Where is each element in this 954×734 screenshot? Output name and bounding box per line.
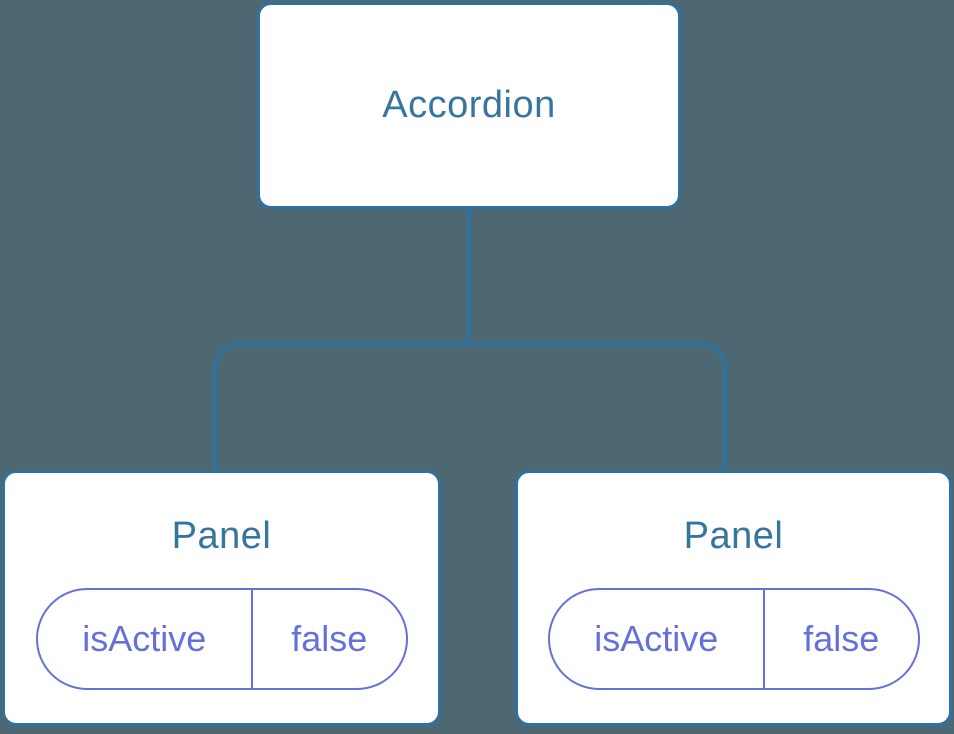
state-name: isActive xyxy=(82,618,207,659)
state-pill: isActive false xyxy=(547,588,920,690)
panel-node-label: Panel xyxy=(171,515,272,557)
panel-node-label: Panel xyxy=(683,515,784,557)
state-pill: isActive false xyxy=(35,588,408,690)
accordion-node-label: Accordion xyxy=(382,84,556,126)
tree-node-panel-1: Panel isActive false xyxy=(2,470,441,726)
state-name: isActive xyxy=(594,618,719,659)
state-value: false xyxy=(250,590,406,688)
tree-node-accordion: Accordion xyxy=(257,2,681,209)
tree-node-panel-2: Panel isActive false xyxy=(515,470,952,726)
state-value: false xyxy=(762,590,918,688)
